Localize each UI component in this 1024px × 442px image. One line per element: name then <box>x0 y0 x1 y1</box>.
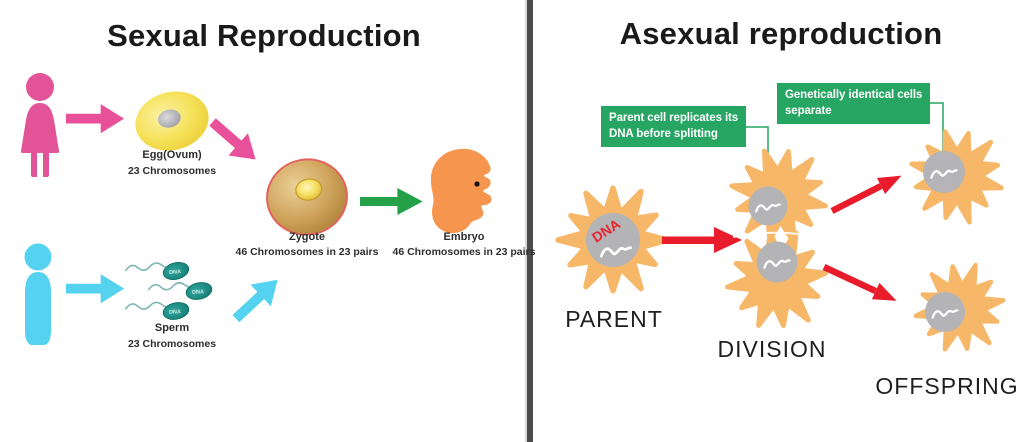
zygote-label: Zygote <box>288 231 326 243</box>
offspring-cell-bottom-illustration <box>908 259 1010 357</box>
sperm-cells-illustration: DNA DNA DNA <box>124 258 215 324</box>
embryo-sublabel: 46 Chromosomes in 23 pairs <box>392 246 536 258</box>
stage-label-parent: PARENT <box>565 306 663 332</box>
sperm-dna-text: DNA <box>169 309 181 315</box>
zygote-cell-illustration <box>266 158 348 236</box>
male-figure-icon <box>24 243 52 345</box>
division-cells-illustration <box>721 141 835 332</box>
division-seam-line <box>732 231 827 239</box>
sperm-sublabel: 23 Chromosomes <box>127 338 217 350</box>
embryo-label: Embryo <box>443 231 485 243</box>
offspring-cell-top-illustration <box>900 121 1012 229</box>
embryo-eye-dot <box>474 181 480 187</box>
left-panel-title: Sexual Reproduction <box>107 18 421 53</box>
arrow-zygote-to-embryo-icon <box>360 188 423 215</box>
arrow-egg-to-zygote-icon <box>202 110 266 171</box>
egg-label: Egg(Ovum) <box>142 149 202 161</box>
arrow-parent-to-division-icon <box>662 227 742 253</box>
arrow-division-to-top-offspring-icon <box>830 175 902 214</box>
arrow-division-to-bottom-offspring-icon <box>822 264 897 301</box>
egg-sublabel: 23 Chromosomes <box>127 165 217 177</box>
arrow-female-to-egg-icon <box>66 104 125 134</box>
callout-identical-cells: Genetically identical cells separate <box>777 83 931 125</box>
sperm-dna-text: DNA <box>192 289 204 296</box>
arrow-male-to-sperm-icon <box>66 274 125 304</box>
arrow-sperm-to-zygote-icon <box>225 268 288 330</box>
panel-divider <box>527 0 533 442</box>
stage-label-offspring: OFFSPRING <box>875 373 1019 399</box>
embryo-illustration <box>430 148 492 234</box>
callout-parent-replicates: Parent cell replicates its DNA before sp… <box>601 106 747 148</box>
right-panel-title: Asexual reproduction <box>619 16 943 51</box>
parent-cell-illustration: DNA <box>558 188 667 291</box>
stage-label-division: DIVISION <box>717 336 827 362</box>
female-figure-icon <box>20 73 60 177</box>
sperm-dna-text: DNA <box>169 269 181 276</box>
sperm-label: Sperm <box>154 322 190 334</box>
zygote-sublabel: 46 Chromosomes in 23 pairs <box>235 246 379 258</box>
egg-cell-illustration <box>135 91 209 151</box>
